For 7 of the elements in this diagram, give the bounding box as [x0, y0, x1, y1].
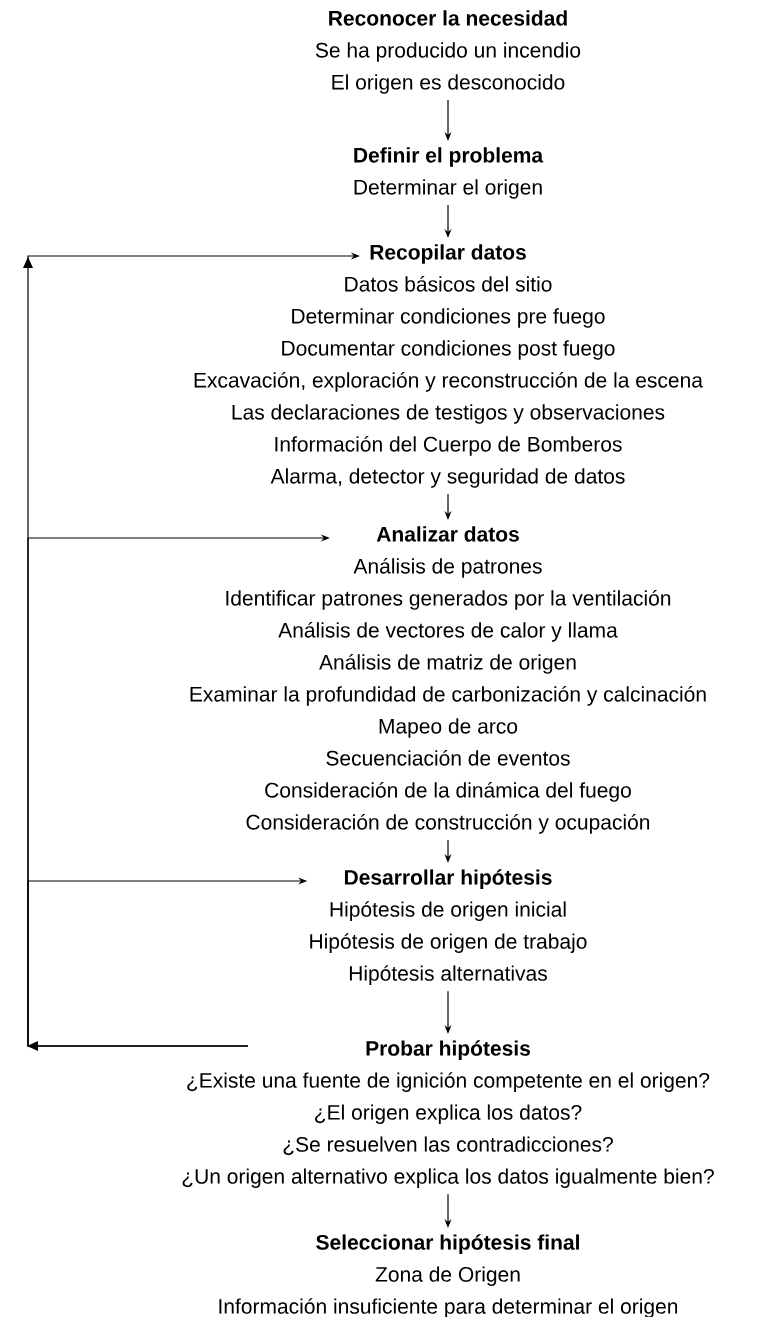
- step-text: Definir el problema Determinar el origen: [354, 147, 544, 199]
- step-text: Analizar datos Análisis de patrones Identificar patrones generados por la ventilación Análisis de vectores de calor y llama Análisis de matriz de origen Examinar la profundidad de carbonización y calcinación Mapeo de arco Secuenciación de eventos Consideración de la dinámica del fuego Consideración de construcción y ocupación: [190, 526, 706, 834]
- step-text: Seleccionar hipótesis final Zona de Origen Información insuficiente para determinar el origen: [219, 1234, 678, 1317]
- step-text: Reconocer la necesidad Se ha producido un incendio El origen es desconocido: [315, 10, 581, 94]
- step-text: Probar hipótesis ¿Existe una fuente de ignición competente en el origen? ¿El origen explica los datos? ¿Se resuelven las contradicciones? ¿Un origen alternativo explica los datos igualmente bien?: [182, 1040, 714, 1188]
- step-text: Recopilar datos Datos básicos del sitio Determinar condiciones pre fuego Documentar condiciones post fuego Excavación, exploración y reconstrucción de la escena Las declaraciones de testigos y observaciones Información del Cuerpo de Bomberos Alarma, detector y seguridad de datos: [194, 244, 703, 488]
- step-text: Desarrollar hipótesis Hipótesis de origen inicial Hipótesis de origen de trabajo Hipótesis alternativas: [310, 869, 587, 985]
